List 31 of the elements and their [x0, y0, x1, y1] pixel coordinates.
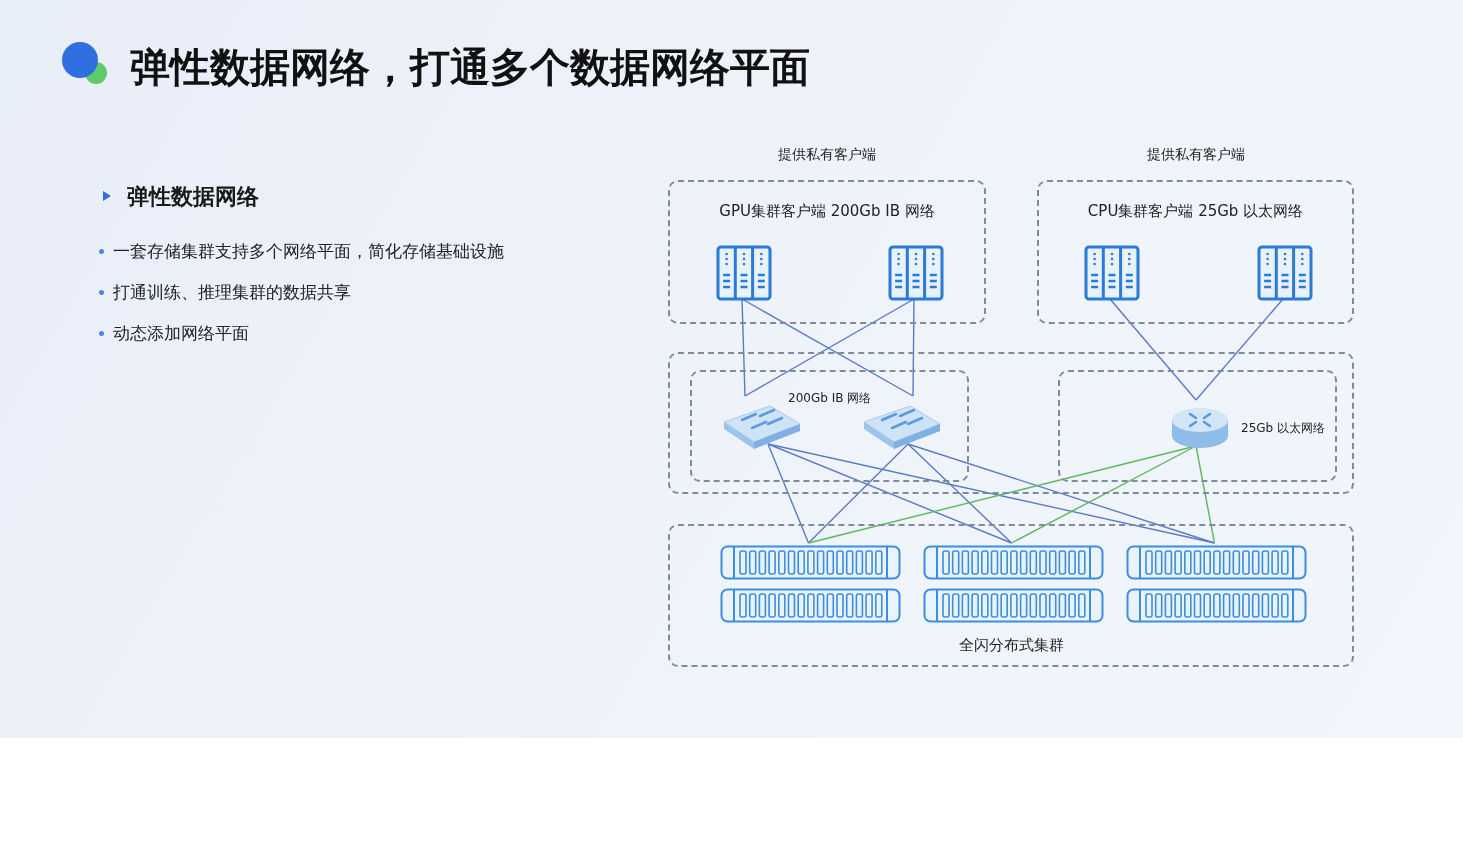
bullet-text: 动态添加网络平面 [113, 322, 249, 345]
storage-server-icon [923, 545, 1104, 580]
slide-title: 弹性数据网络，打通多个数据网络平面 [130, 43, 810, 92]
storage-server-icon [923, 588, 1104, 623]
connector-line [767, 443, 810, 544]
server-icon [888, 245, 944, 301]
group-label: 25Gb 以太网络 [1241, 420, 1325, 437]
connector-line [767, 443, 1013, 544]
server-icon [716, 245, 772, 301]
storage-server-icon [1126, 545, 1307, 580]
dashed-group-box [668, 352, 1354, 494]
connector-line [907, 443, 1013, 544]
section-heading: 弹性数据网络 [127, 183, 259, 211]
storage-server-icon [720, 545, 901, 580]
group-label: GPU集群客户端 200Gb IB 网络 [718, 202, 936, 221]
connector-line [807, 443, 909, 544]
caption-label: 提供私有客户端 [1145, 146, 1246, 164]
server-icon [1084, 245, 1140, 301]
bullet-text: 一套存储集群支持多个网络平面，简化存储基础设施 [113, 240, 504, 263]
connector-line [907, 443, 1216, 544]
group-label: 全闪分布式集群 [957, 636, 1065, 655]
dashed-group-box [668, 524, 1354, 667]
dashed-group-box [1058, 370, 1337, 482]
bullet-text: 打通训练、推理集群的数据共享 [113, 281, 351, 304]
dashed-group-box [690, 370, 969, 482]
server-icon [1257, 245, 1313, 301]
group-label: CPU集群客户端 25Gb 以太网络 [1086, 202, 1305, 221]
storage-server-icon [1126, 588, 1307, 623]
caption-label: 提供私有客户端 [777, 146, 877, 164]
storage-server-icon [720, 588, 901, 623]
group-label: 200Gb IB 网络 [788, 390, 872, 407]
